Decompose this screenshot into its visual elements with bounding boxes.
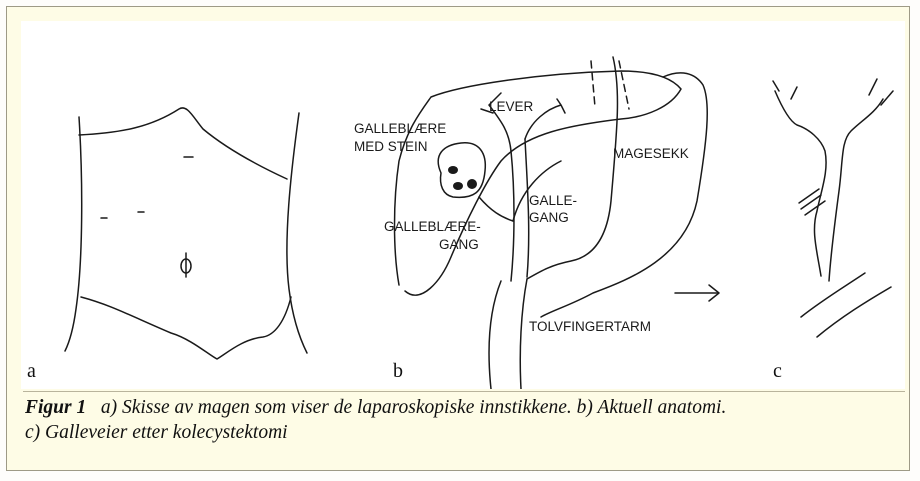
cystic-duct (479, 197, 513, 221)
postop-duodenum (801, 273, 891, 337)
liver-outline (395, 71, 682, 295)
label-tolvfingertarm: TOLVFINGERTARM (529, 319, 651, 334)
caption-divider (23, 391, 905, 392)
postop-duct-left (775, 91, 826, 276)
panel-c-postop-sketch (773, 79, 893, 337)
abdomen-left-side (65, 117, 82, 351)
abdomen-right-side (287, 113, 307, 353)
panel-a-abdomen-sketch (65, 108, 307, 359)
caption-line-1: Figur 1 a) Skisse av magen som viser de … (25, 395, 905, 420)
sketch-area: LEVER GALLEBLÆRE MED STEIN GALLEBLÆRE- G… (21, 21, 905, 389)
stomach-dashes (591, 61, 629, 109)
figure-frame: LEVER GALLEBLÆRE MED STEIN GALLEBLÆRE- G… (6, 6, 910, 471)
panel-label-c: c (773, 360, 782, 383)
label-galleblaeregang-2: GANG (439, 237, 479, 252)
label-galleblaeregang-1: GALLEBLÆRE- (384, 219, 481, 234)
duodenum-outline (489, 279, 527, 389)
anatomy-sketch: LEVER GALLEBLÆRE MED STEIN GALLEBLÆRE- G… (21, 21, 905, 389)
gallstone-2 (453, 182, 463, 190)
label-gallegang-2: GANG (529, 210, 569, 225)
gallstone-1 (448, 166, 458, 174)
pelvic-line (81, 297, 291, 359)
gallbladder-outline (438, 143, 485, 198)
caption-text-1: a) Skisse av magen som viser de laparosk… (101, 397, 727, 418)
caption-line-2: c) Galleveier etter kolecystektomi (25, 420, 905, 445)
common-bile-duct (511, 139, 529, 281)
label-galleblaere-stein-2: MED STEIN (354, 139, 428, 154)
postop-branch-ends (773, 79, 893, 105)
label-lever: LEVER (489, 99, 534, 114)
gallstone-3 (467, 179, 477, 189)
label-galleblaere-stein-1: GALLEBLÆRE (354, 121, 446, 136)
panel-label-a: a (27, 360, 36, 383)
arrow-to-panel-c (675, 285, 719, 301)
caption-figure-label: Figur 1 (25, 397, 86, 418)
umbilical-port-symbol (181, 253, 191, 277)
rib-margin-line (79, 108, 287, 179)
stomach-outline (527, 57, 707, 317)
anatomy-labels: LEVER GALLEBLÆRE MED STEIN GALLEBLÆRE- G… (354, 99, 689, 334)
panel-label-b: b (393, 360, 403, 383)
label-magesekk: MAGESEKK (613, 146, 689, 161)
figure-caption: Figur 1 a) Skisse av magen som viser de … (25, 395, 905, 445)
postop-duct-right (829, 99, 883, 281)
label-gallegang-1: GALLE- (529, 193, 577, 208)
